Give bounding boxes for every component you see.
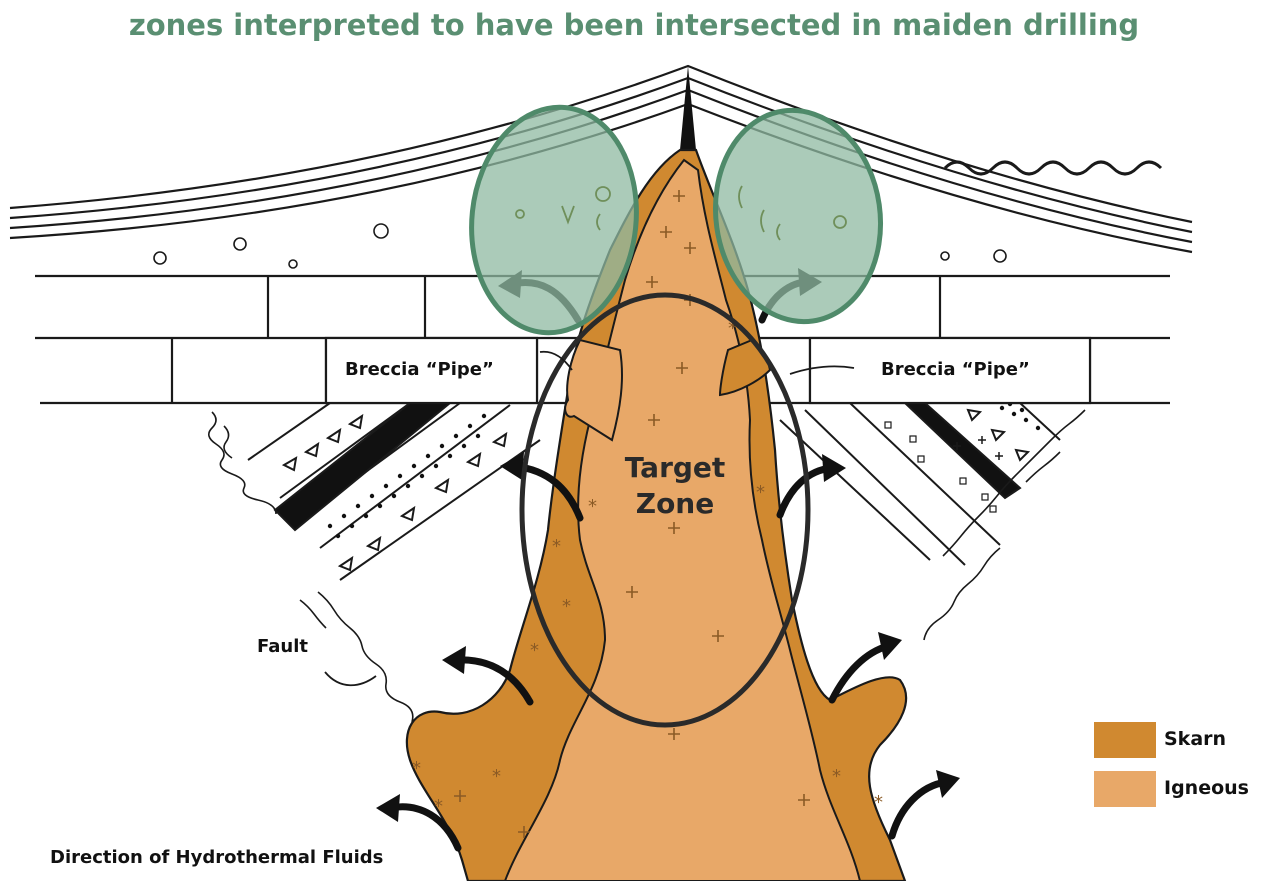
target-zone-line1: Target (580, 450, 770, 486)
fault-label: Fault (257, 636, 308, 657)
legend-label-igneous: Igneous (1164, 777, 1249, 799)
direction-label: Direction of Hydrothermal Fluids (50, 847, 383, 868)
target-zone-line2: Zone (580, 486, 770, 522)
svg-text:*: * (562, 596, 571, 617)
legend-label-skarn: Skarn (1164, 728, 1226, 750)
svg-text:*: * (492, 766, 501, 787)
svg-text:*: * (530, 640, 539, 661)
dyke-spike (680, 66, 696, 150)
breccia-pipe-left-label: Breccia “Pipe” (345, 359, 494, 380)
dipping-beds-right (780, 403, 1060, 565)
svg-text:*: * (832, 766, 841, 787)
breccia-pipe-right-label: Breccia “Pipe” (881, 359, 1030, 380)
svg-text:*: * (874, 792, 883, 813)
target-zone-label: Target Zone (580, 450, 770, 522)
legend-swatch-igneous (1094, 771, 1156, 807)
svg-text:*: * (412, 758, 421, 779)
svg-text:*: * (552, 536, 561, 557)
legend-swatch-skarn (1094, 722, 1156, 758)
diagram-title: zones interpreted to have been intersect… (0, 8, 1268, 42)
dipping-beds-left (248, 403, 540, 580)
